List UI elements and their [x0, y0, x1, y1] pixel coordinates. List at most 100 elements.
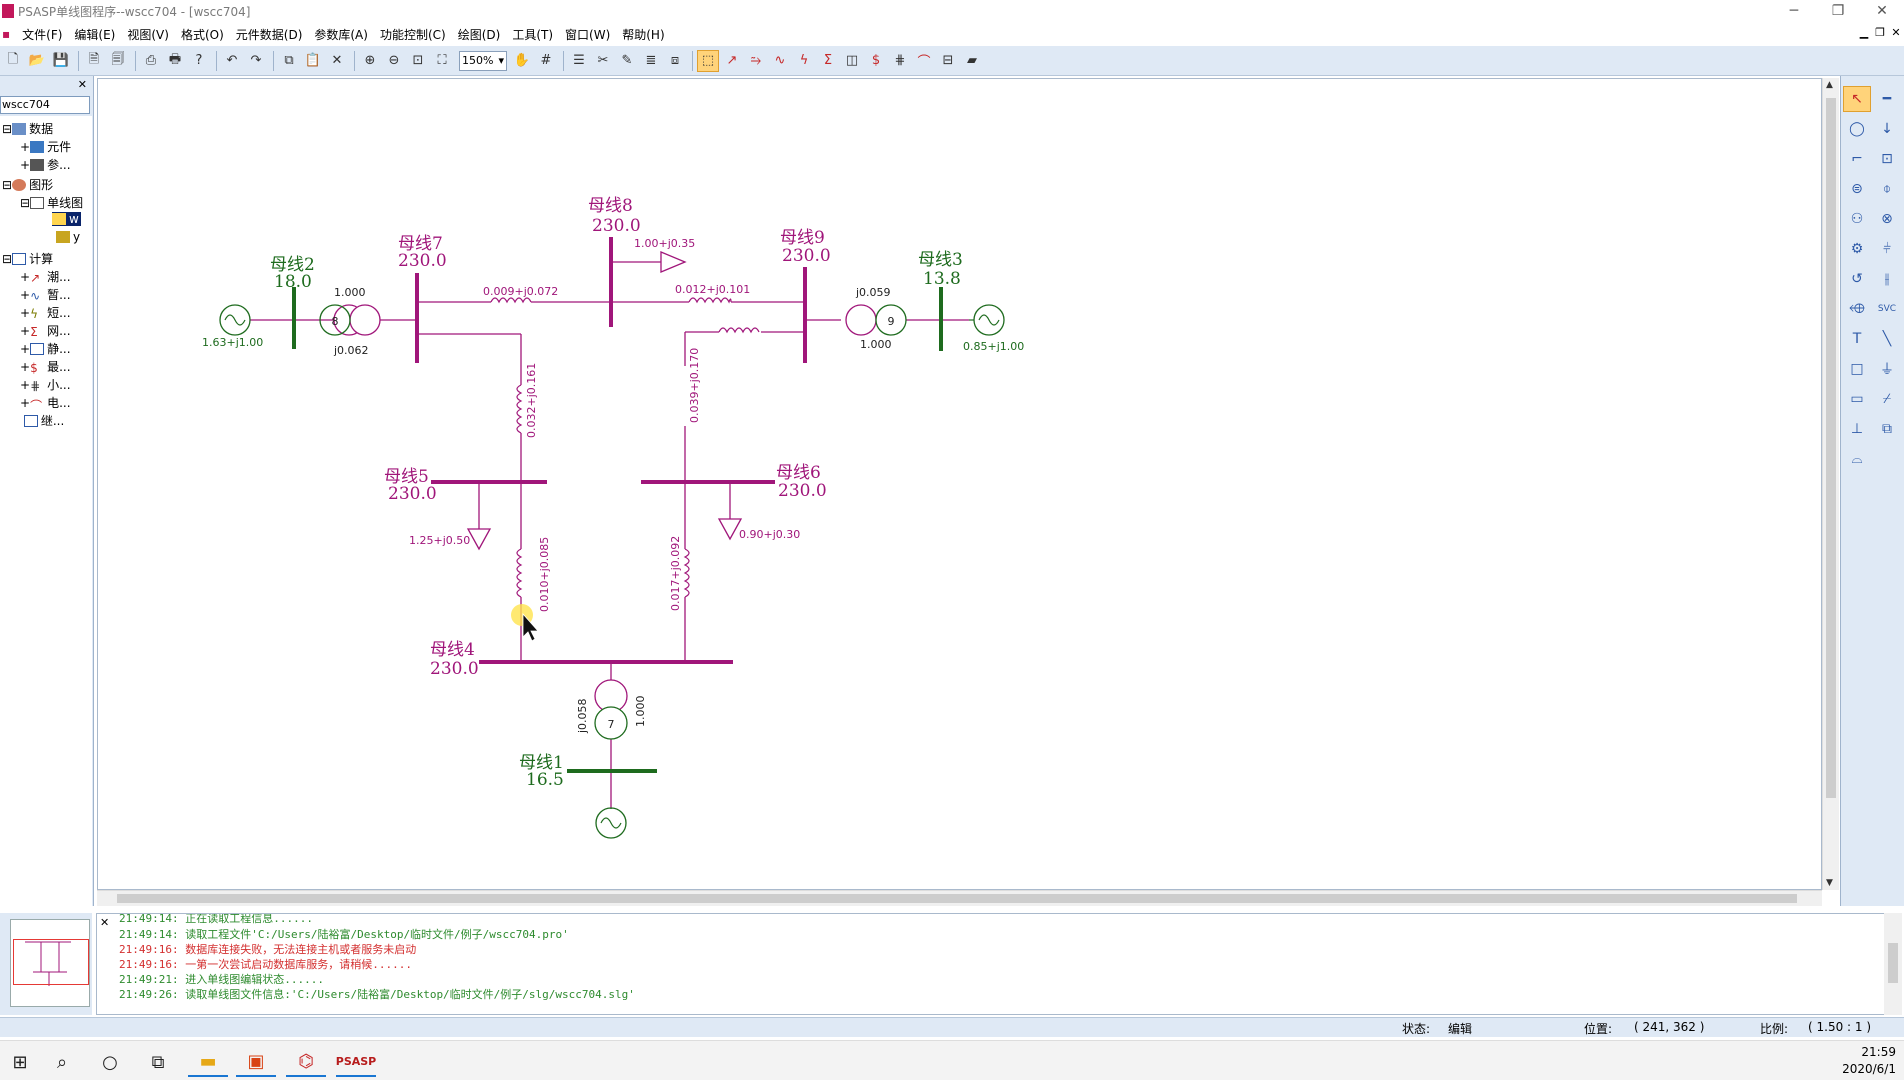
system-clock[interactable]: 21:59 2020/6/1: [1842, 1044, 1896, 1078]
two-winding-transformer-icon[interactable]: ⊜: [1851, 181, 1863, 197]
relay-icon[interactable]: ⊟: [942, 53, 954, 68]
generator-icon[interactable]: ◯: [1849, 121, 1865, 137]
undo-icon[interactable]: ↶: [226, 53, 238, 68]
scrollbar-thumb[interactable]: [1888, 943, 1898, 983]
reactor-icon[interactable]: ↺: [1851, 271, 1863, 287]
tree-item-small-signal[interactable]: +⋕小...: [20, 377, 71, 393]
scrollbar-thumb[interactable]: [1826, 98, 1836, 798]
menu-parameter-library[interactable]: 参数库(A): [314, 27, 368, 42]
series-capacitor-icon[interactable]: ⫲: [1884, 271, 1890, 287]
switch-icon[interactable]: ⌿: [1882, 391, 1892, 407]
waveform-icon[interactable]: ∿: [774, 53, 786, 68]
ground-icon[interactable]: ⏚: [1880, 362, 1894, 378]
dc-line-icon[interactable]: ⊡: [1881, 151, 1893, 167]
open-folder-icon[interactable]: 📂: [28, 53, 46, 68]
scroll-down-icon[interactable]: ▼: [1826, 878, 1833, 888]
tree-item-static[interactable]: +静...: [20, 341, 71, 357]
converter-icon[interactable]: ⬲: [1849, 301, 1865, 317]
grid-icon[interactable]: #: [540, 53, 552, 68]
breaker-icon[interactable]: ▭: [1850, 391, 1864, 407]
help-icon[interactable]: ?: [195, 53, 203, 68]
node-icon[interactable]: ⊥: [1850, 421, 1864, 437]
electromagnetic-icon[interactable]: ⌒: [917, 55, 931, 70]
tree-item-single-line[interactable]: ⊟单线图: [20, 195, 84, 211]
short-circuit-icon[interactable]: ϟ: [799, 53, 809, 68]
page-edit-icon[interactable]: 🗐: [111, 51, 125, 67]
new-icon[interactable]: 🗋: [7, 51, 19, 67]
tree-item-transient[interactable]: +∿暂...: [20, 287, 71, 303]
paste-icon[interactable]: 📋: [304, 53, 322, 68]
print-icon[interactable]: 🖶: [168, 51, 182, 67]
scroll-up-icon[interactable]: ▲: [1826, 80, 1833, 90]
overview-minimap[interactable]: [0, 913, 92, 1015]
task-view-icon[interactable]: ⧉: [151, 1051, 165, 1073]
tree-item-relay[interactable]: 继...: [20, 412, 64, 429]
zoom-window-icon[interactable]: ⊡: [412, 53, 424, 68]
mdi-close-button[interactable]: ✕: [1891, 26, 1901, 39]
output-close-icon[interactable]: ✕: [100, 916, 110, 929]
copy-icon[interactable]: ⧉: [284, 53, 294, 68]
diagram-canvas[interactable]: 8 9 7 母线2 18.0 母线7 230.0 母线8 230.0 母线9 2…: [97, 78, 1822, 890]
menu-view[interactable]: 视图(V): [127, 27, 169, 42]
menu-format[interactable]: 格式(O): [180, 27, 224, 42]
three-winding-transformer-icon[interactable]: ⚇: [1850, 211, 1864, 227]
mdi-doc-icon[interactable]: ▪: [2, 27, 11, 41]
zoom-select[interactable]: 150%▾: [459, 50, 507, 71]
zoom-fit-icon[interactable]: ⛶: [437, 53, 447, 68]
tools-icon[interactable]: ✂: [597, 53, 609, 68]
area-icon[interactable]: ⌓: [1851, 451, 1863, 467]
restore-button[interactable]: ❐: [1831, 3, 1845, 19]
tree-item-graphics[interactable]: ⊟图形: [2, 177, 54, 193]
file-explorer-icon[interactable]: ▬: [188, 1047, 228, 1077]
mdi-restore-button[interactable]: ❐: [1875, 26, 1885, 39]
menu-edit[interactable]: 编辑(E): [74, 27, 116, 42]
psasp-app-icon[interactable]: PSASP: [336, 1047, 376, 1077]
mdi-minimize-button[interactable]: ▁: [1859, 26, 1869, 39]
minimap-viewport[interactable]: [13, 939, 89, 985]
auto-transformer-icon[interactable]: ⚙: [1850, 241, 1864, 257]
rectangle-icon[interactable]: □: [1850, 361, 1864, 377]
text-tool-icon[interactable]: T: [1852, 331, 1862, 347]
zoom-in-icon[interactable]: ⊕: [364, 53, 376, 68]
canvas-vertical-scrollbar[interactable]: ▲ ▼: [1822, 78, 1839, 890]
scrollbar-thumb[interactable]: [117, 894, 1797, 903]
print-preview-icon[interactable]: ⎙: [145, 53, 157, 68]
svc-icon[interactable]: SVC: [1877, 304, 1897, 314]
menu-window[interactable]: 窗口(W): [565, 27, 611, 42]
line-icon[interactable]: ⌐: [1851, 151, 1863, 167]
search-icon[interactable]: ⌕: [56, 1051, 68, 1073]
project-name[interactable]: wscc704: [0, 96, 90, 114]
network-sum-icon[interactable]: Σ: [823, 53, 833, 68]
capacitor-icon[interactable]: ⫩: [1882, 241, 1892, 257]
delete-icon[interactable]: ✕: [331, 53, 343, 68]
menu-draw[interactable]: 绘图(D): [457, 27, 501, 42]
pdf-reader-icon[interactable]: ⌬: [286, 1047, 326, 1077]
pan-hand-icon[interactable]: ✋: [513, 53, 531, 68]
cortana-icon[interactable]: ○: [102, 1051, 118, 1073]
tree-item-optimal[interactable]: +$最...: [20, 359, 71, 375]
presentation-app-icon[interactable]: ▣: [236, 1047, 276, 1077]
tree-item-electromagnetic[interactable]: +⌒电...: [20, 395, 71, 413]
group-icon[interactable]: ⧉: [1882, 421, 1892, 437]
optimal-icon[interactable]: $: [871, 53, 881, 68]
zoom-out-icon[interactable]: ⊖: [388, 53, 400, 68]
draw-line-icon[interactable]: ╲: [1882, 331, 1892, 347]
minimize-button[interactable]: ─: [1789, 3, 1799, 19]
page-icon[interactable]: 🗎: [88, 51, 100, 67]
tree-item-y-diagram[interactable]: y: [56, 230, 80, 244]
menu-function-control[interactable]: 功能控制(C): [379, 27, 446, 42]
menu-file[interactable]: 文件(F): [22, 27, 63, 42]
tree-item-data[interactable]: ⊟数据: [2, 121, 54, 137]
tree-item-components[interactable]: +元件: [20, 139, 72, 155]
select-mode-icon[interactable]: ⬚: [697, 49, 719, 72]
library-icon[interactable]: ▰: [967, 53, 977, 68]
phase-shifter-icon[interactable]: ⌽: [1882, 181, 1892, 197]
panel-close-icon[interactable]: ✕: [77, 78, 87, 91]
canvas-horizontal-scrollbar[interactable]: [97, 890, 1822, 906]
bus-horizontal-icon[interactable]: ━: [1882, 91, 1892, 107]
tree-item-calculation[interactable]: ⊟计算: [2, 251, 54, 267]
tree-item-power-flow[interactable]: +↗潮...: [20, 269, 71, 285]
windows-start-icon[interactable]: ⊞: [12, 1051, 28, 1073]
